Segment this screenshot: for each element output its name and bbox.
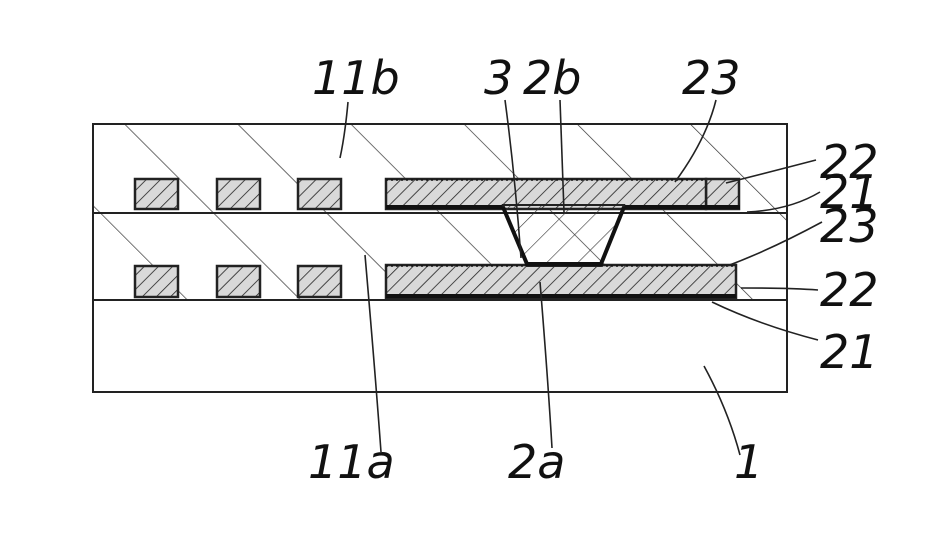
label-lower-inner-layer: 21 bbox=[820, 325, 879, 379]
label-upper-outer-layer: 23 bbox=[682, 51, 741, 105]
label-via: 3 bbox=[484, 51, 513, 105]
label-upper-wiring: 2b bbox=[523, 51, 581, 105]
lower-small-pads bbox=[135, 266, 341, 297]
label-substrate: 1 bbox=[734, 435, 763, 489]
substrate bbox=[93, 300, 787, 392]
label-upper-insulating-layer: 11b bbox=[312, 51, 400, 105]
label-lower-wiring: 2a bbox=[508, 435, 565, 489]
label-lower-middle-layer: 22 bbox=[820, 263, 879, 317]
label-lower-outer-layer: 23 bbox=[820, 199, 879, 253]
lower-wiring bbox=[386, 265, 736, 298]
label-lower-insulating-layer: 11a bbox=[308, 435, 395, 489]
